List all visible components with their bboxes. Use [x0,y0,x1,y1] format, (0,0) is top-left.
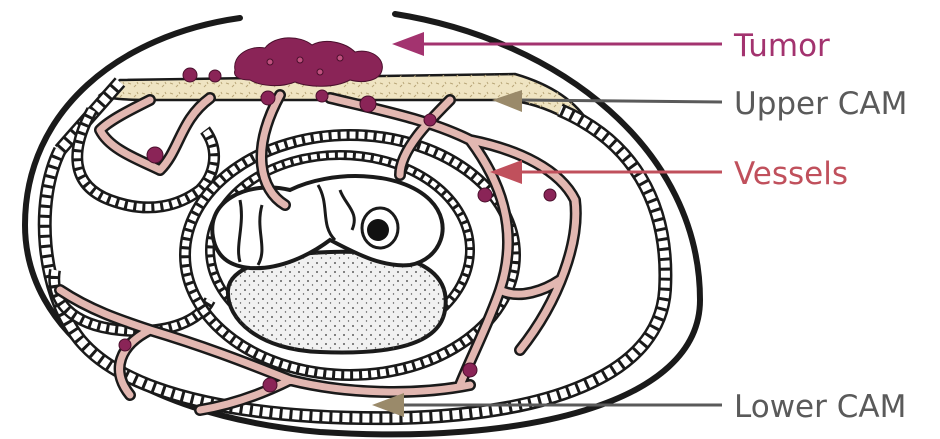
label-tumor: Tumor [733,28,830,64]
tumor-pointer [392,32,722,56]
label-vessels: Vessels [734,156,848,192]
label-lower-cam: Lower CAM [734,389,906,425]
label-upper-cam: Upper CAM [734,86,907,122]
